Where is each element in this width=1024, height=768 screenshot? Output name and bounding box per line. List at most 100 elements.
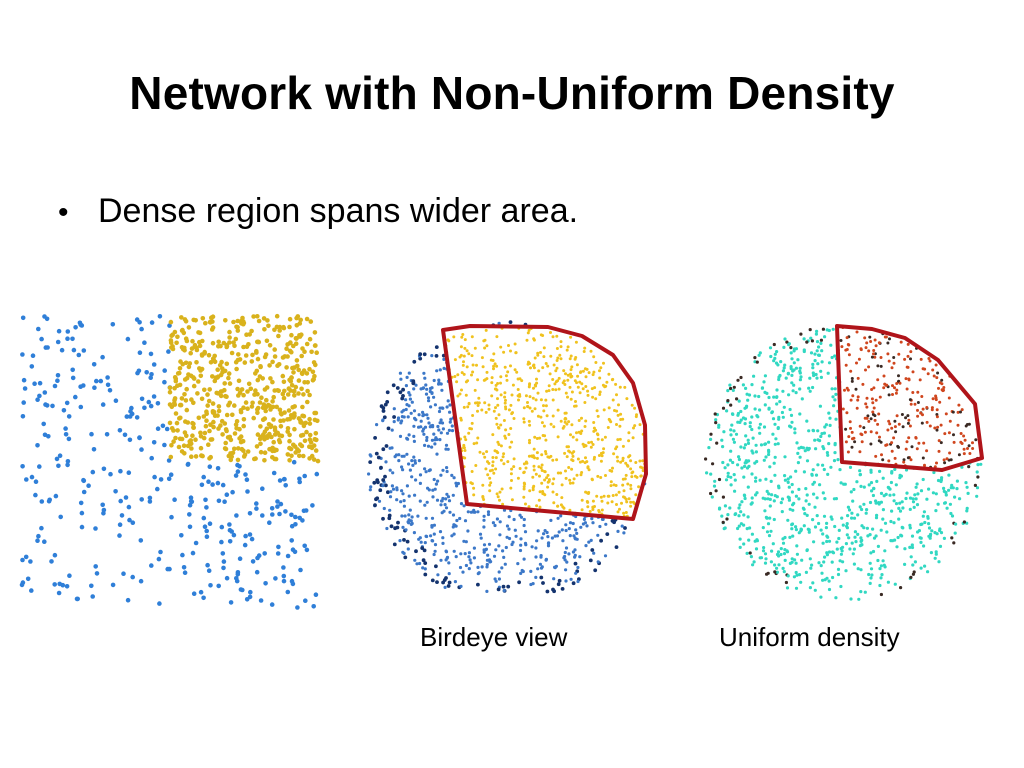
uniform-node xyxy=(893,467,897,471)
dense-node xyxy=(238,434,244,439)
region-node xyxy=(890,441,894,445)
dense-node xyxy=(481,452,485,456)
sparse-node xyxy=(270,512,275,517)
sparse-node xyxy=(488,560,492,564)
sparse-node xyxy=(390,428,394,432)
sparse-node xyxy=(205,562,210,568)
sparse-node xyxy=(243,533,248,539)
uniform-node xyxy=(871,493,876,498)
dense-node xyxy=(447,339,451,343)
uniform-node xyxy=(772,499,776,503)
uniform-node xyxy=(931,491,936,495)
sparse-node xyxy=(234,513,239,518)
sparse-node xyxy=(385,526,389,531)
sparse-node xyxy=(155,486,160,492)
dense-node xyxy=(569,397,573,401)
sparse-node xyxy=(311,604,317,609)
sparse-node xyxy=(304,547,310,553)
uniform-node xyxy=(798,378,803,382)
sparse-node xyxy=(227,527,233,533)
uniform-node xyxy=(965,509,969,513)
dense-node xyxy=(530,454,534,458)
sparse-node xyxy=(425,438,429,442)
uniform-node xyxy=(801,506,806,510)
sparse-node xyxy=(435,452,439,456)
dense-node xyxy=(578,391,582,395)
sparse-node xyxy=(472,546,476,550)
dense-node xyxy=(315,458,321,464)
dense-node xyxy=(496,426,500,429)
dense-node xyxy=(296,391,301,396)
sparse-node xyxy=(406,437,410,441)
dense-node xyxy=(495,388,499,392)
uniform-node xyxy=(893,582,897,586)
region-node xyxy=(864,402,868,406)
dense-node xyxy=(222,381,227,386)
dense-node xyxy=(272,347,278,352)
dense-node xyxy=(207,387,212,392)
region-node xyxy=(937,439,941,443)
region-node xyxy=(870,397,874,401)
dense-node xyxy=(236,446,241,451)
sparse-node xyxy=(419,419,423,423)
uniform-node xyxy=(773,494,777,498)
dense-node xyxy=(204,411,209,417)
dense-node xyxy=(579,370,583,374)
sparse-node xyxy=(412,434,416,438)
sparse-node xyxy=(220,551,226,556)
uniform-node xyxy=(827,539,832,543)
sparse-node xyxy=(395,488,399,492)
dense-node xyxy=(552,477,556,481)
uniform-node xyxy=(840,516,844,520)
sparse-node xyxy=(445,555,450,559)
dense-node xyxy=(233,336,239,342)
uniform-node xyxy=(832,459,837,463)
region-node xyxy=(902,458,906,462)
uniform-node xyxy=(936,478,941,483)
uniform-node xyxy=(764,455,768,459)
region-node xyxy=(901,425,905,429)
uniform-node xyxy=(758,431,762,435)
dense-node xyxy=(516,377,520,381)
sparse-node xyxy=(277,478,283,483)
sparse-node xyxy=(476,582,480,587)
sparse-node xyxy=(434,354,439,358)
uniform-node xyxy=(826,535,830,539)
dense-node xyxy=(299,353,305,359)
sparse-node xyxy=(564,523,568,527)
sparse-node xyxy=(381,447,386,452)
dense-node xyxy=(638,459,642,463)
dense-node xyxy=(249,328,254,334)
dense-node xyxy=(470,373,473,377)
sparse-node xyxy=(440,421,445,425)
sparse-node xyxy=(64,400,70,406)
region-node xyxy=(872,406,876,410)
uniform-node xyxy=(792,383,796,387)
dense-node xyxy=(271,417,276,422)
dense-node xyxy=(224,394,229,400)
sparse-node xyxy=(402,499,406,503)
dense-node xyxy=(281,324,286,330)
sparse-node xyxy=(237,464,242,469)
uniform-node xyxy=(913,560,918,564)
sparse-node xyxy=(401,468,405,472)
region-node xyxy=(853,440,857,444)
dense-node xyxy=(499,444,503,448)
sparse-node xyxy=(423,443,427,447)
sparse-node xyxy=(444,576,448,580)
uniform-node xyxy=(913,493,917,497)
uniform-node xyxy=(786,371,791,375)
uniform-node xyxy=(793,431,797,435)
sparse-node xyxy=(407,433,411,437)
uniform-node xyxy=(866,534,870,538)
uniform-node xyxy=(747,464,751,468)
sparse-node xyxy=(421,429,425,433)
dense-node xyxy=(262,327,267,332)
sparse-node xyxy=(29,364,35,369)
dense-node xyxy=(223,427,229,432)
sparse-node xyxy=(482,550,486,554)
dense-node xyxy=(528,441,531,445)
dense-node xyxy=(471,370,475,374)
uniform-node xyxy=(895,545,899,549)
uniform-node xyxy=(827,442,831,446)
